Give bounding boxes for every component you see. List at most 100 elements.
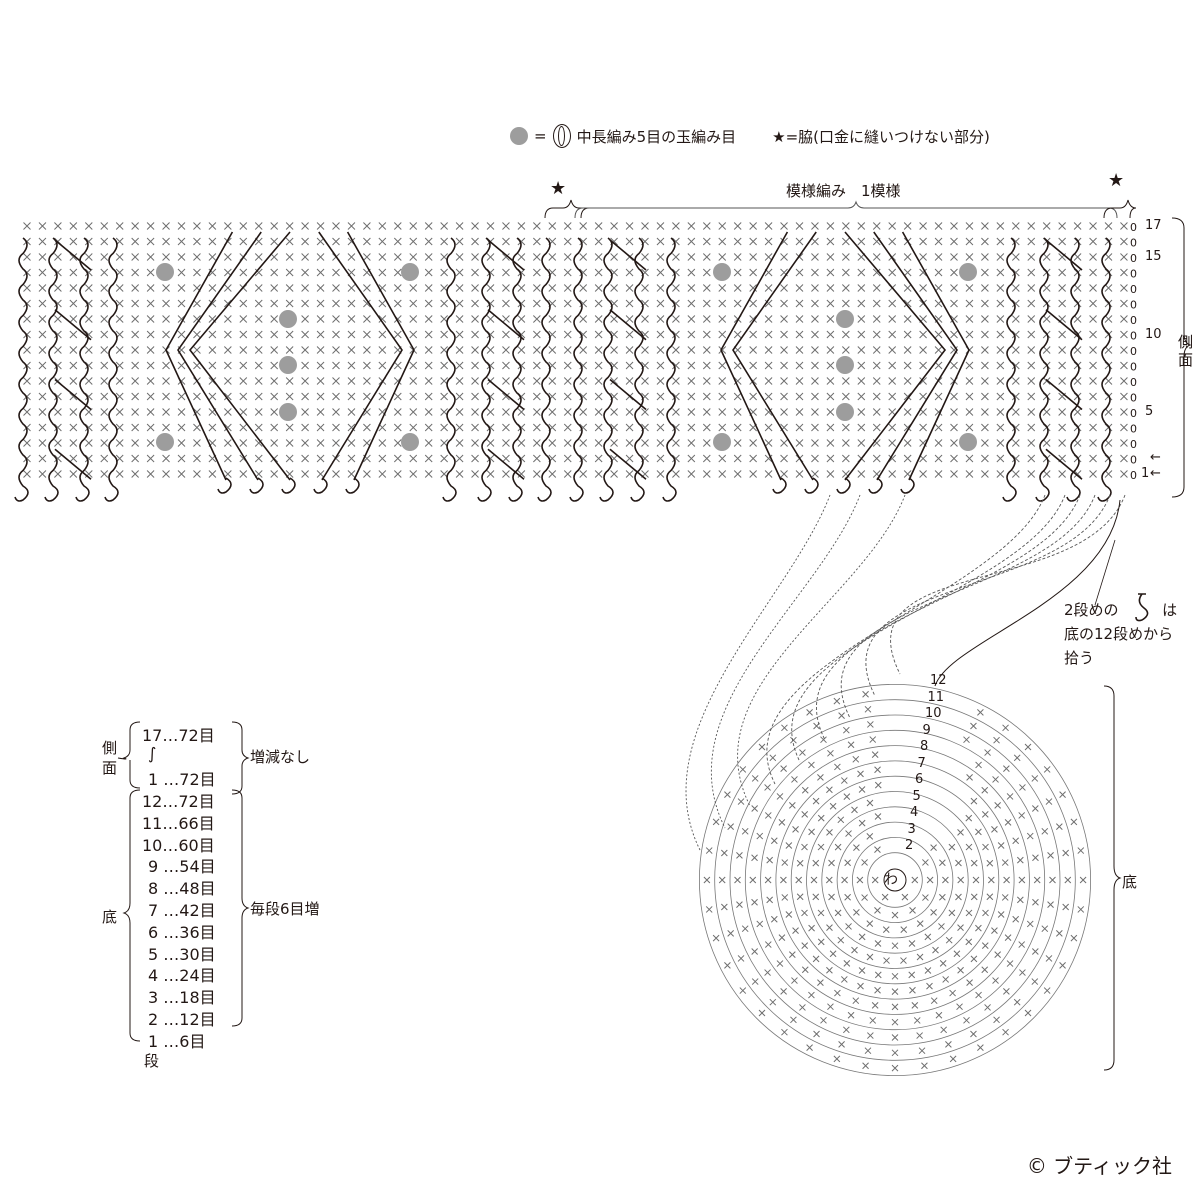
post-stitch-hook	[772, 477, 787, 494]
cable-stitch-column	[75, 237, 90, 502]
single-crochet-mark	[193, 237, 201, 246]
single-crochet-mark	[146, 470, 155, 478]
single-crochet-mark	[981, 315, 989, 323]
single-crochet-mark	[1089, 470, 1097, 478]
single-crochet-mark	[347, 439, 356, 447]
single-crochet-mark	[146, 268, 155, 277]
single-crochet-mark	[393, 268, 402, 277]
single-crochet-mark	[997, 842, 1005, 849]
single-crochet-mark	[223, 408, 232, 416]
single-crochet-mark	[517, 439, 526, 447]
single-crochet-mark	[834, 843, 842, 851]
single-crochet-mark	[409, 408, 418, 416]
brace-table-side	[117, 721, 141, 789]
single-crochet-mark	[764, 876, 772, 884]
single-crochet-mark	[817, 814, 825, 822]
single-crochet-mark	[672, 454, 680, 463]
single-crochet-mark	[834, 909, 842, 917]
brace-table-side-right	[231, 721, 250, 795]
single-crochet-mark	[54, 222, 62, 230]
single-crochet-mark	[316, 408, 325, 416]
single-crochet-mark	[1026, 920, 1034, 928]
single-crochet-mark	[594, 268, 603, 277]
single-crochet-mark	[841, 454, 850, 463]
post-stitch-hook	[900, 477, 915, 494]
single-crochet-mark	[888, 237, 897, 246]
single-crochet-mark	[23, 284, 31, 292]
single-crochet-mark	[23, 222, 31, 230]
cable-cross	[1045, 239, 1083, 271]
single-crochet-mark	[254, 346, 263, 354]
pickup-guide-line	[934, 499, 1121, 687]
single-crochet-mark	[563, 454, 572, 463]
single-crochet-mark	[254, 222, 263, 230]
table-footer: 段	[144, 1052, 160, 1070]
single-crochet-mark	[780, 237, 788, 246]
single-crochet-mark	[131, 423, 140, 432]
diamond-post-line	[188, 231, 291, 481]
single-crochet-mark	[963, 736, 970, 744]
post-stitch-hook	[313, 477, 328, 494]
single-crochet-mark	[1058, 470, 1067, 478]
single-crochet-mark	[69, 346, 78, 354]
single-crochet-mark	[965, 454, 974, 463]
single-crochet-mark	[363, 392, 371, 401]
single-crochet-mark	[471, 423, 479, 432]
single-crochet-mark	[208, 423, 217, 432]
single-crochet-mark	[869, 736, 877, 743]
single-crochet-mark	[737, 798, 745, 805]
single-crochet-mark	[610, 470, 618, 478]
single-crochet-mark	[921, 1062, 928, 1070]
single-crochet-mark	[594, 284, 603, 292]
single-crochet-mark	[826, 924, 833, 931]
single-crochet-mark	[981, 253, 989, 261]
single-crochet-mark	[1120, 423, 1128, 432]
single-crochet-mark	[778, 819, 786, 826]
post-stitch-column	[14, 237, 29, 502]
single-crochet-mark	[795, 268, 804, 277]
single-crochet-mark	[965, 299, 974, 308]
single-crochet-mark	[177, 423, 186, 432]
single-crochet-mark	[193, 268, 201, 277]
single-crochet-mark	[23, 377, 31, 385]
single-crochet-mark	[285, 268, 294, 277]
single-crochet-mark	[69, 284, 78, 292]
single-crochet-mark	[712, 818, 720, 826]
single-crochet-mark	[672, 253, 680, 261]
single-crochet-mark	[285, 222, 294, 230]
ring-label: 5	[912, 788, 921, 804]
single-crochet-mark	[424, 315, 433, 323]
single-crochet-mark	[808, 828, 815, 836]
single-crochet-mark	[301, 237, 309, 246]
single-crochet-mark	[888, 439, 897, 447]
single-crochet-mark	[1079, 876, 1087, 884]
single-crochet-mark	[857, 346, 866, 354]
single-crochet-mark	[799, 749, 806, 756]
single-crochet-mark	[517, 346, 526, 354]
single-crochet-mark	[1089, 222, 1097, 230]
single-crochet-mark	[930, 909, 937, 916]
single-crochet-mark	[950, 253, 958, 261]
single-crochet-mark	[811, 346, 819, 354]
single-crochet-mark	[193, 454, 201, 463]
single-crochet-mark	[223, 361, 232, 370]
single-crochet-mark	[853, 909, 860, 916]
single-crochet-mark	[270, 222, 279, 230]
single-crochet-mark	[872, 284, 881, 292]
single-crochet-mark	[270, 361, 279, 370]
single-crochet-mark	[749, 439, 758, 447]
single-crochet-mark	[996, 361, 1005, 370]
single-crochet-mark	[23, 315, 31, 323]
single-crochet-mark	[841, 237, 850, 246]
single-crochet-mark	[926, 982, 933, 990]
single-crochet-mark	[656, 222, 665, 230]
single-crochet-mark	[930, 844, 937, 851]
pickup-guide-line	[737, 494, 906, 807]
single-crochet-mark	[981, 268, 989, 277]
single-crochet-mark	[702, 439, 711, 447]
single-crochet-mark	[1058, 330, 1067, 339]
single-crochet-mark	[934, 237, 943, 246]
single-crochet-mark	[1089, 361, 1097, 370]
single-crochet-mark	[1027, 377, 1036, 385]
single-crochet-mark	[579, 408, 588, 416]
